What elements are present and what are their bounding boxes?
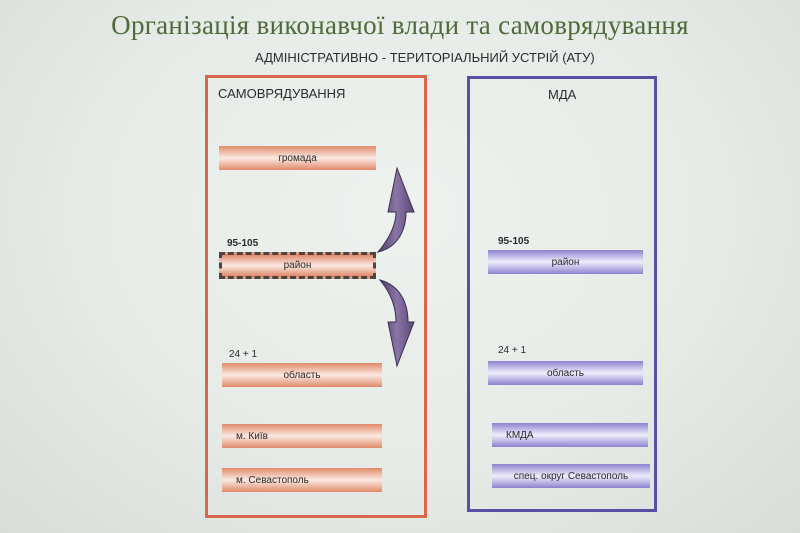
raion-count-left: 95-105 bbox=[227, 238, 259, 249]
mda-panel: МДА bbox=[467, 76, 657, 512]
raion-count-right: 95-105 bbox=[498, 236, 530, 247]
bar-oblast-right: область bbox=[488, 361, 643, 385]
page-subtitle: АДМІНІСТРАТИВНО - ТЕРИТОРІАЛЬНИЙ УСТРІЙ … bbox=[255, 50, 595, 65]
bar-kyiv: м. Київ bbox=[222, 424, 382, 448]
oblast-count-right: 24 + 1 bbox=[498, 345, 527, 356]
down-arrow-icon bbox=[378, 279, 415, 368]
bar-raion-right: район bbox=[488, 250, 643, 274]
up-arrow-icon bbox=[376, 166, 415, 253]
mda-panel-title: МДА bbox=[548, 87, 577, 102]
bar-gromada: громада bbox=[219, 146, 376, 170]
bar-kmda: КМДА bbox=[492, 423, 648, 447]
page-title: Організація виконавчої влади та самовряд… bbox=[111, 10, 689, 40]
self-government-panel: САМОВРЯДУВАННЯ bbox=[205, 75, 427, 518]
bar-sevastopol-left: м. Севастополь bbox=[222, 468, 382, 492]
oblast-count-left: 24 + 1 bbox=[229, 349, 258, 360]
bar-sevastopol-right: спец. округ Севастополь bbox=[492, 464, 650, 488]
bar-oblast-left: область bbox=[222, 363, 382, 387]
self-government-panel-title: САМОВРЯДУВАННЯ bbox=[218, 86, 346, 101]
bar-raion-left: район bbox=[219, 252, 376, 279]
